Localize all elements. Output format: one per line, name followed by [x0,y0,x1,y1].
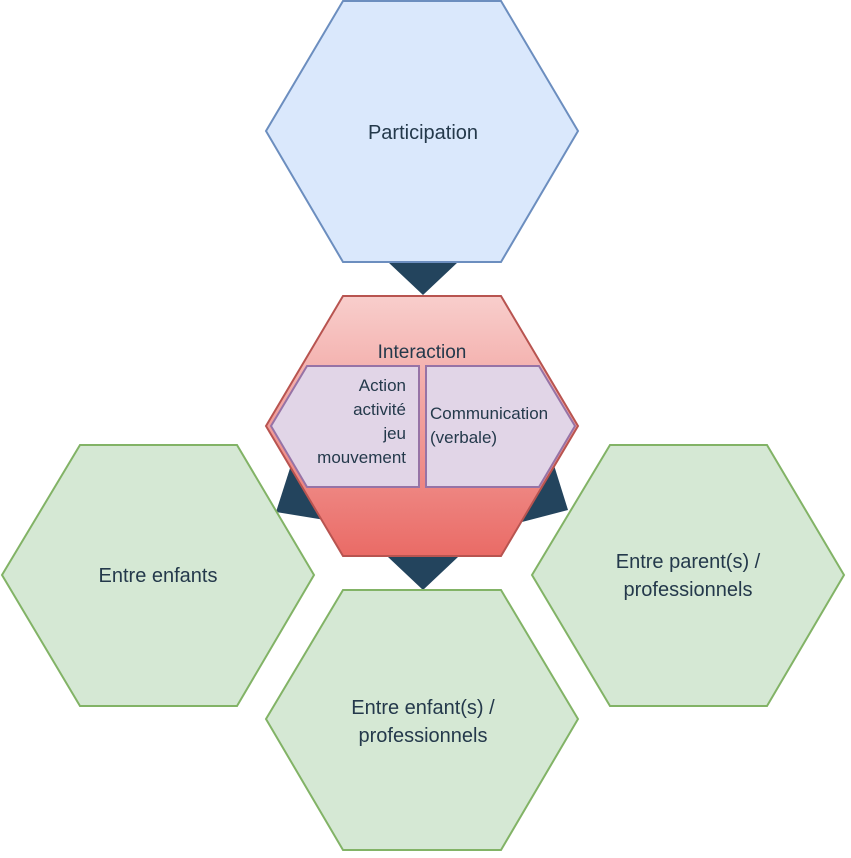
communication-line2: (verbale) [430,428,497,447]
hex-participation[interactable]: Participation [264,0,580,263]
participation-label: Participation [368,122,478,144]
hex-entre-enfants[interactable]: Entre enfants [0,444,316,707]
action-line3: jeu [382,424,406,443]
action-line4: mouvement [317,448,406,467]
hex-entre-parents-professionnels[interactable]: Entre parent(s) / professionnels [530,444,846,707]
interaction-label: Interaction [378,342,467,363]
entre-parents-line1: Entre parent(s) / [616,551,761,573]
entre-enfants-label: Entre enfants [99,565,218,587]
connector-interaction-parents-right [522,462,568,522]
connector-participation-interaction [388,262,458,295]
connector-interaction-enfants-pros [388,557,458,590]
interaction-sub-communication[interactable]: Communication (verbale) [425,365,577,488]
communication-line1: Communication [430,404,548,423]
hex-interaction[interactable]: Interaction Action activité jeu mouvemen… [264,295,580,557]
action-line1: Action [359,376,406,395]
entre-enfants-pros-line2: professionnels [359,725,488,747]
entre-enfants-pros-line1: Entre enfant(s) / [351,697,495,719]
entre-parents-line2: professionnels [624,579,753,601]
action-line2: activité [353,400,406,419]
hex-entre-enfants-professionnels[interactable]: Entre enfant(s) / professionnels [264,589,580,851]
interaction-sub-action[interactable]: Action activité jeu mouvement [269,365,420,488]
